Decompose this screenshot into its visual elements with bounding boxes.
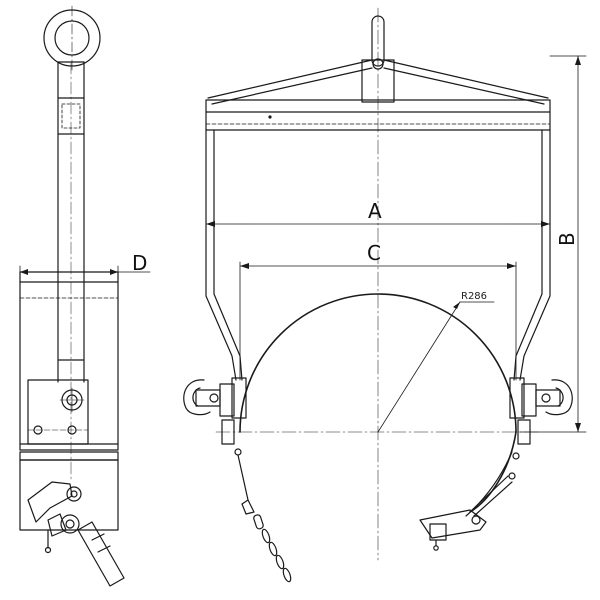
- dimension-a: [205, 221, 551, 227]
- side-view: D: [19, 5, 151, 587]
- dimension-d: [19, 265, 151, 279]
- label-d: D: [132, 251, 147, 275]
- lifting-eye: [43, 5, 101, 71]
- top-beam: [205, 99, 551, 131]
- right-hinge: [509, 377, 573, 460]
- label-c: C: [367, 241, 381, 265]
- top-lifting-lug: [361, 15, 395, 103]
- label-a: A: [368, 199, 382, 223]
- dimension-c: [239, 261, 517, 381]
- latch-lever: [419, 472, 516, 551]
- label-radius: R286: [461, 291, 487, 302]
- frame-legs: [205, 111, 551, 381]
- radius-leader: [377, 301, 495, 433]
- vertical-post: [57, 61, 85, 481]
- dimension-b: [519, 55, 587, 433]
- bridle-bars: [207, 59, 549, 105]
- side-clamp-assembly: [19, 451, 125, 587]
- label-b: B: [555, 232, 579, 246]
- left-hinge: [183, 377, 249, 501]
- safety-chain: [241, 499, 292, 583]
- front-view: A C B: [183, 7, 587, 583]
- side-frame-body: [19, 271, 119, 451]
